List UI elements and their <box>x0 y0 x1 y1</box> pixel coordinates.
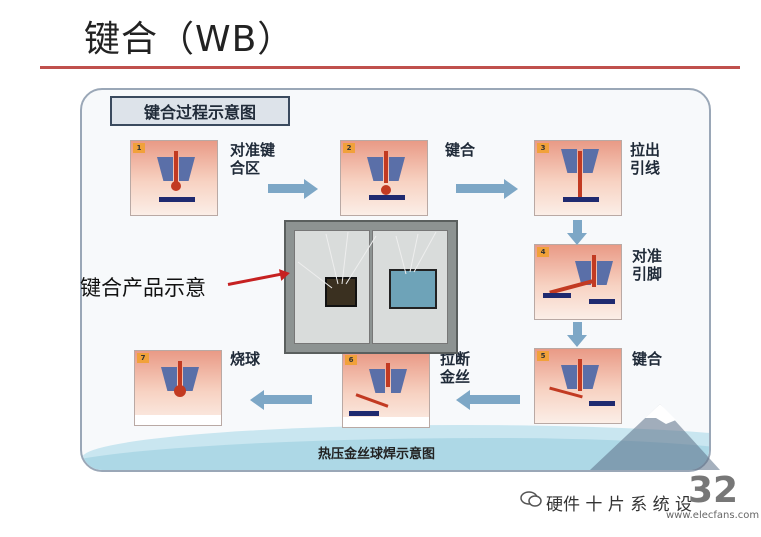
pointer-arrow-head <box>278 267 292 281</box>
step-4-image: 4 <box>534 244 622 320</box>
step-1-label: 对准键 合区 <box>230 141 276 177</box>
step-2-label: 键合 <box>445 141 476 159</box>
diagram-caption: 热压金丝球焊示意图 <box>318 447 436 462</box>
page-title: 键合（WB） <box>84 19 295 60</box>
arrow-head <box>504 179 518 199</box>
step-6-image: 6 <box>342 352 430 428</box>
bonded-product-photo <box>284 220 458 354</box>
step-3-label: 拉出 引线 <box>630 141 661 177</box>
arrow-head <box>456 390 470 410</box>
flow-arrow-right <box>268 184 304 193</box>
step-3-image: 3 <box>534 140 622 216</box>
figure-caption <box>343 417 429 427</box>
flow-arrow-left <box>264 395 312 404</box>
chip <box>389 269 437 309</box>
arrow-head <box>250 390 264 410</box>
step-1-image: 1 <box>130 140 218 216</box>
figure-caption <box>135 415 221 425</box>
bond-wires <box>297 231 437 289</box>
mountain-decoration <box>590 404 720 470</box>
flow-arrow-down <box>573 322 582 336</box>
step-number: 2 <box>343 143 355 153</box>
step-5-label: 键合 <box>632 350 663 368</box>
page-number: 32 <box>688 470 739 511</box>
step-4-label: 对准 引脚 <box>632 247 663 283</box>
package-right <box>372 230 448 344</box>
flow-arrow-down <box>573 220 582 234</box>
arrow-head <box>304 179 318 199</box>
step-number: 3 <box>537 143 549 153</box>
step-7-image: 7 <box>134 350 222 426</box>
watermark-text: 硬件 十 片 系 统 设 <box>546 495 693 515</box>
step-number: 7 <box>137 353 149 363</box>
step-number: 4 <box>537 247 549 257</box>
wechat-icon <box>520 490 542 512</box>
step-7-label: 烧球 <box>230 350 261 368</box>
flow-arrow-left <box>470 395 520 404</box>
watermark-url: www.elecfans.com <box>666 510 760 521</box>
step-5-image: 5 <box>534 348 622 424</box>
arrow-head <box>567 335 587 347</box>
step-6-label: 拉断 金丝 <box>440 350 471 386</box>
package-left <box>294 230 370 344</box>
diagram-header: 键合过程示意图 <box>110 96 290 126</box>
title-rule <box>40 66 740 69</box>
step-number: 5 <box>537 351 549 361</box>
arrow-head <box>567 233 587 245</box>
product-label: 键合产品示意 <box>80 276 206 300</box>
step-2-image: 2 <box>340 140 428 216</box>
step-number: 1 <box>133 143 145 153</box>
flow-arrow-right <box>456 184 504 193</box>
step-number: 6 <box>345 355 357 365</box>
chip <box>325 277 357 307</box>
